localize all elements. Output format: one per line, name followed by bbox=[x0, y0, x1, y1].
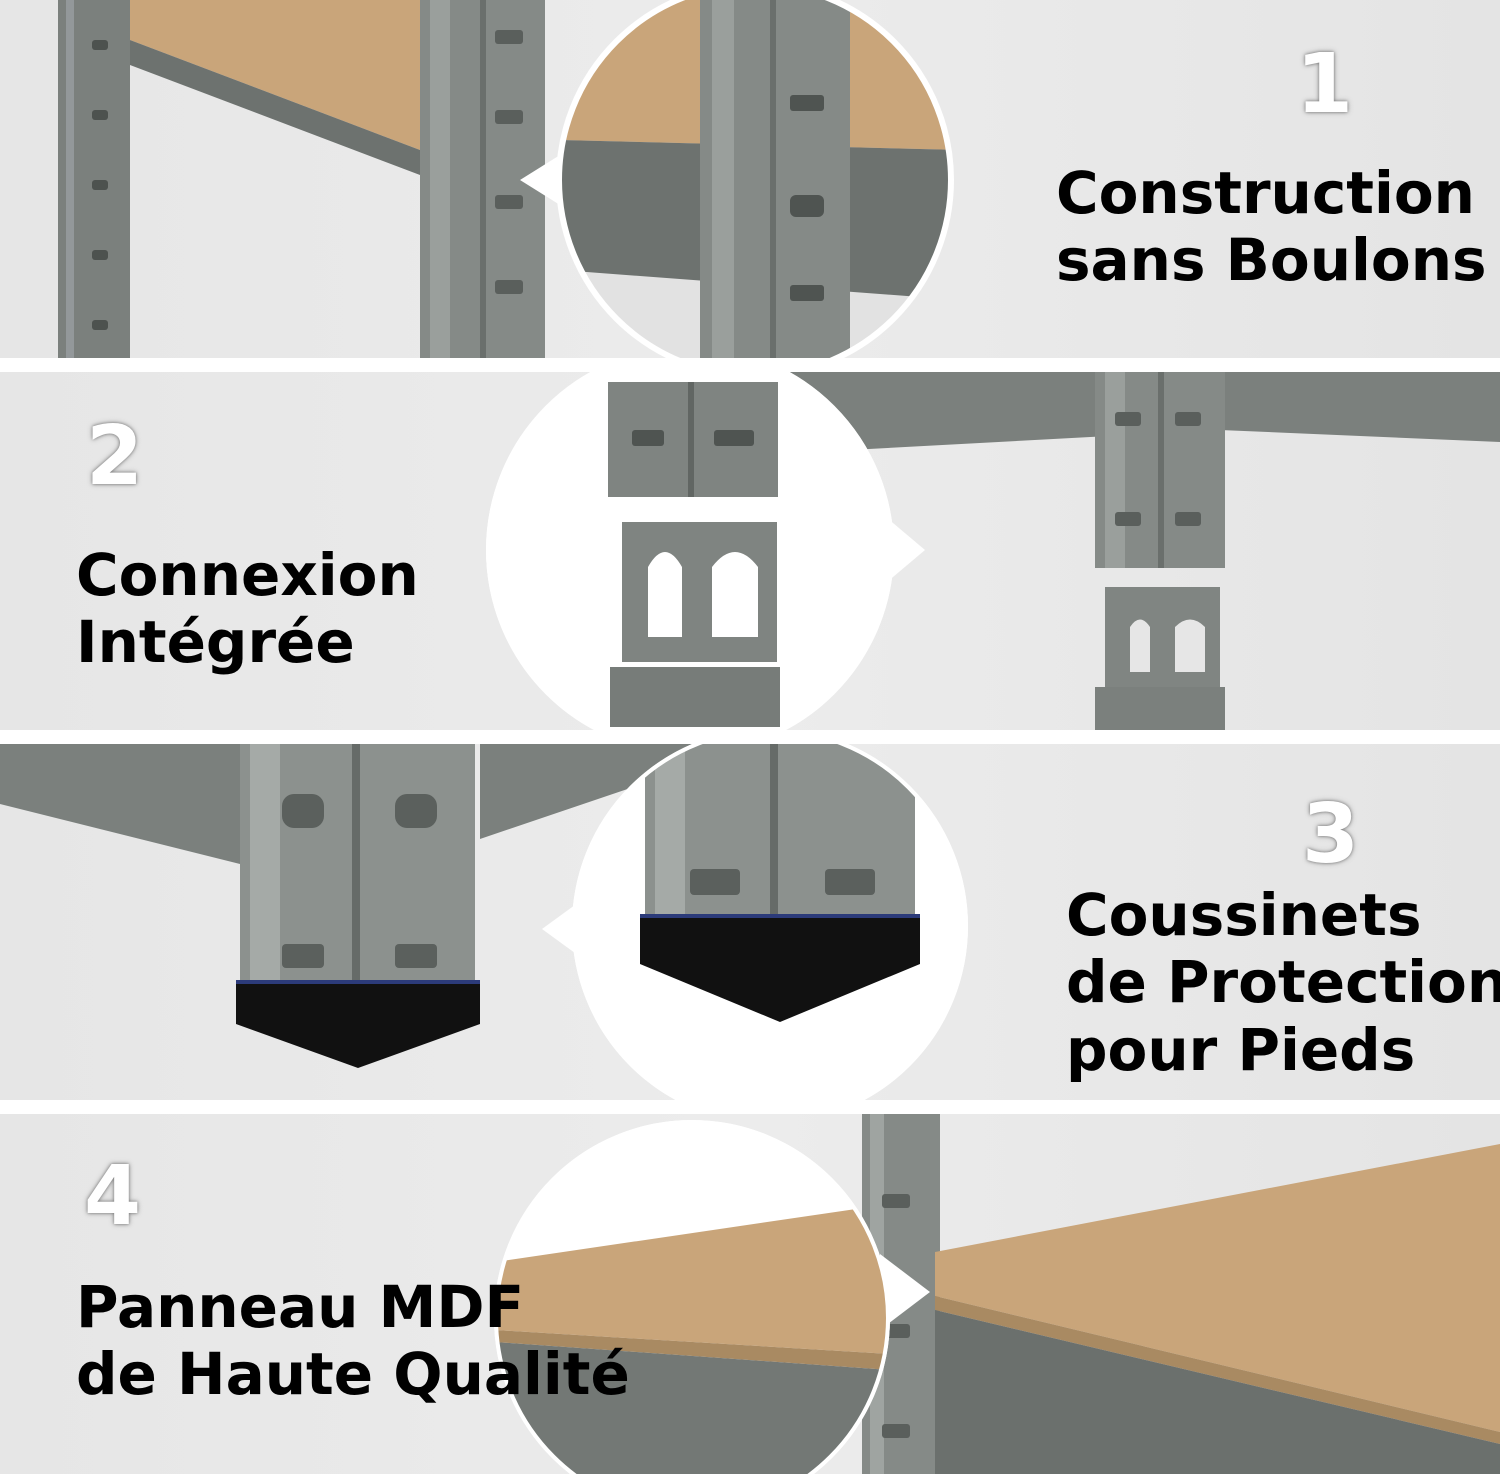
feature-3-line-3: pour Pieds bbox=[1066, 1015, 1416, 1084]
feature-number-2: 2 bbox=[86, 409, 144, 504]
feature-2-line-2: Intégrée bbox=[76, 608, 355, 677]
feature-panel-2: 2 Connexion Intégrée bbox=[0, 372, 1500, 730]
feature-number-3: 3 bbox=[1302, 787, 1360, 882]
feature-number-1: 1 bbox=[1296, 37, 1354, 132]
feature-title-3: Coussinets de Protection pour Pieds bbox=[1066, 881, 1500, 1084]
feature-panel-3: 3 Coussinets de Protection pour Pieds bbox=[0, 744, 1500, 1100]
feature-title-4: Panneau MDF de Haute Qualité bbox=[76, 1273, 630, 1409]
feature-2-line-1: Connexion bbox=[76, 541, 419, 609]
feature-title-1: Construction sans Boulons bbox=[1056, 159, 1487, 295]
feature-panel-1: 1 Construction sans Boulons bbox=[0, 0, 1500, 358]
feature-4-line-1: Panneau MDF bbox=[76, 1273, 525, 1341]
feature-title-2: Connexion Intégrée bbox=[76, 541, 419, 677]
feature-number-4: 4 bbox=[84, 1149, 142, 1244]
feature-3-line-2: de Protection bbox=[1066, 948, 1500, 1017]
feature-4-line-2: de Haute Qualité bbox=[76, 1340, 630, 1409]
integrated-connection-illustration bbox=[486, 372, 1500, 730]
feature-1-line-1: Construction bbox=[1056, 159, 1475, 227]
foot-pad-illustration bbox=[0, 744, 968, 1100]
feature-panel-4: 4 Panneau MDF de Haute Qualité bbox=[0, 1114, 1500, 1474]
feature-1-line-2: sans Boulons bbox=[1056, 226, 1487, 295]
feature-3-line-1: Coussinets bbox=[1066, 881, 1422, 949]
bolt-free-illustration bbox=[58, 0, 954, 358]
mdf-board-illustration bbox=[494, 1114, 1500, 1474]
